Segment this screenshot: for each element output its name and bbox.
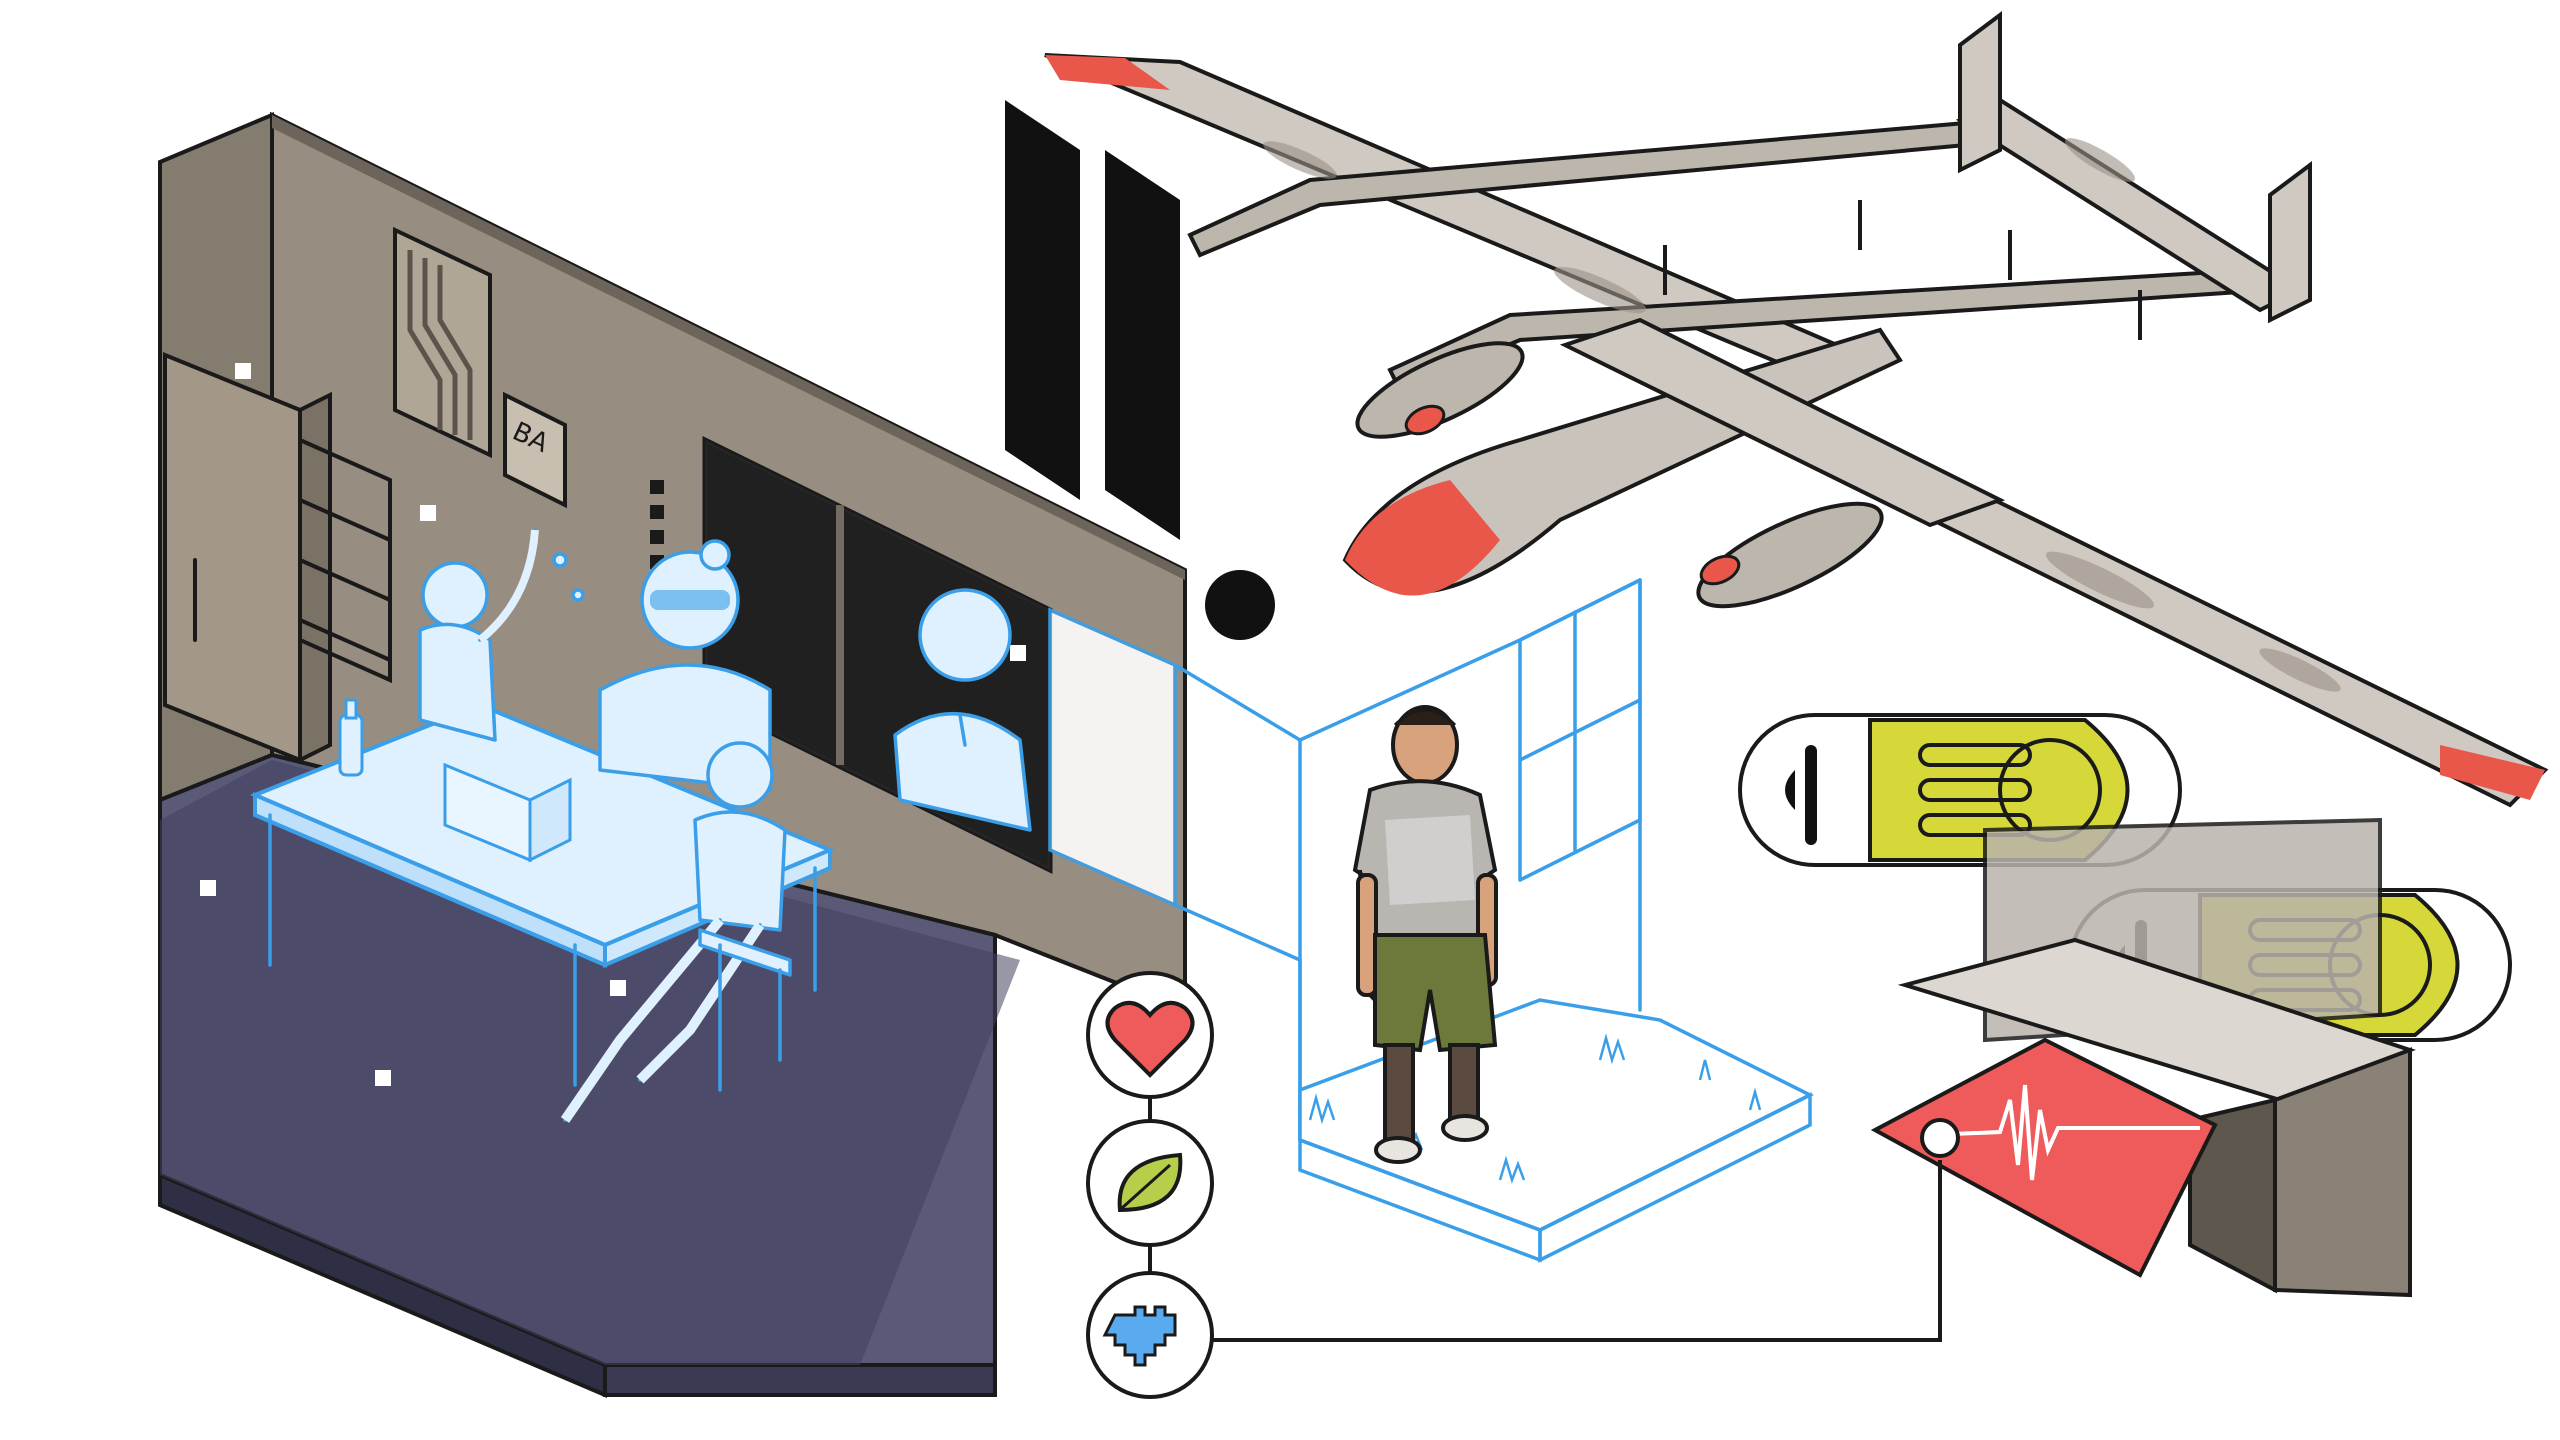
hologram-person-window: [893, 588, 1032, 832]
capsule-top: [1738, 713, 2182, 867]
pause-mark: [1005, 100, 1180, 540]
projection-box: [1048, 578, 1814, 1263]
standing-man: [1352, 705, 1498, 1164]
pixel-heart-circle: [1086, 1271, 1214, 1399]
room-shelf: [298, 436, 392, 684]
seismic-card: [1870, 1037, 2218, 1278]
black-dot: [1205, 570, 1275, 640]
hologram-person-sitting: [560, 741, 792, 1123]
hologram-meeting: [249, 528, 1032, 1123]
drone-tail-fin-left: [1958, 11, 2002, 174]
heart-circle: [1086, 971, 1214, 1099]
heart-icon: [1105, 1000, 1195, 1078]
drone-tail-fin-right: [2268, 161, 2312, 324]
pixel-heart-icon: [1102, 1305, 1177, 1367]
wall-art: [393, 226, 492, 459]
hologram-person-waving: [418, 528, 585, 742]
seismograph-machine: [1870, 817, 2416, 1298]
status-chain: [1086, 971, 1942, 1399]
drone: [1044, 11, 2549, 808]
wall-sign: [503, 391, 567, 509]
room-sparkles: [200, 363, 1026, 1086]
leaf-circle: [1086, 1119, 1214, 1247]
room-cabinet: [163, 352, 302, 763]
